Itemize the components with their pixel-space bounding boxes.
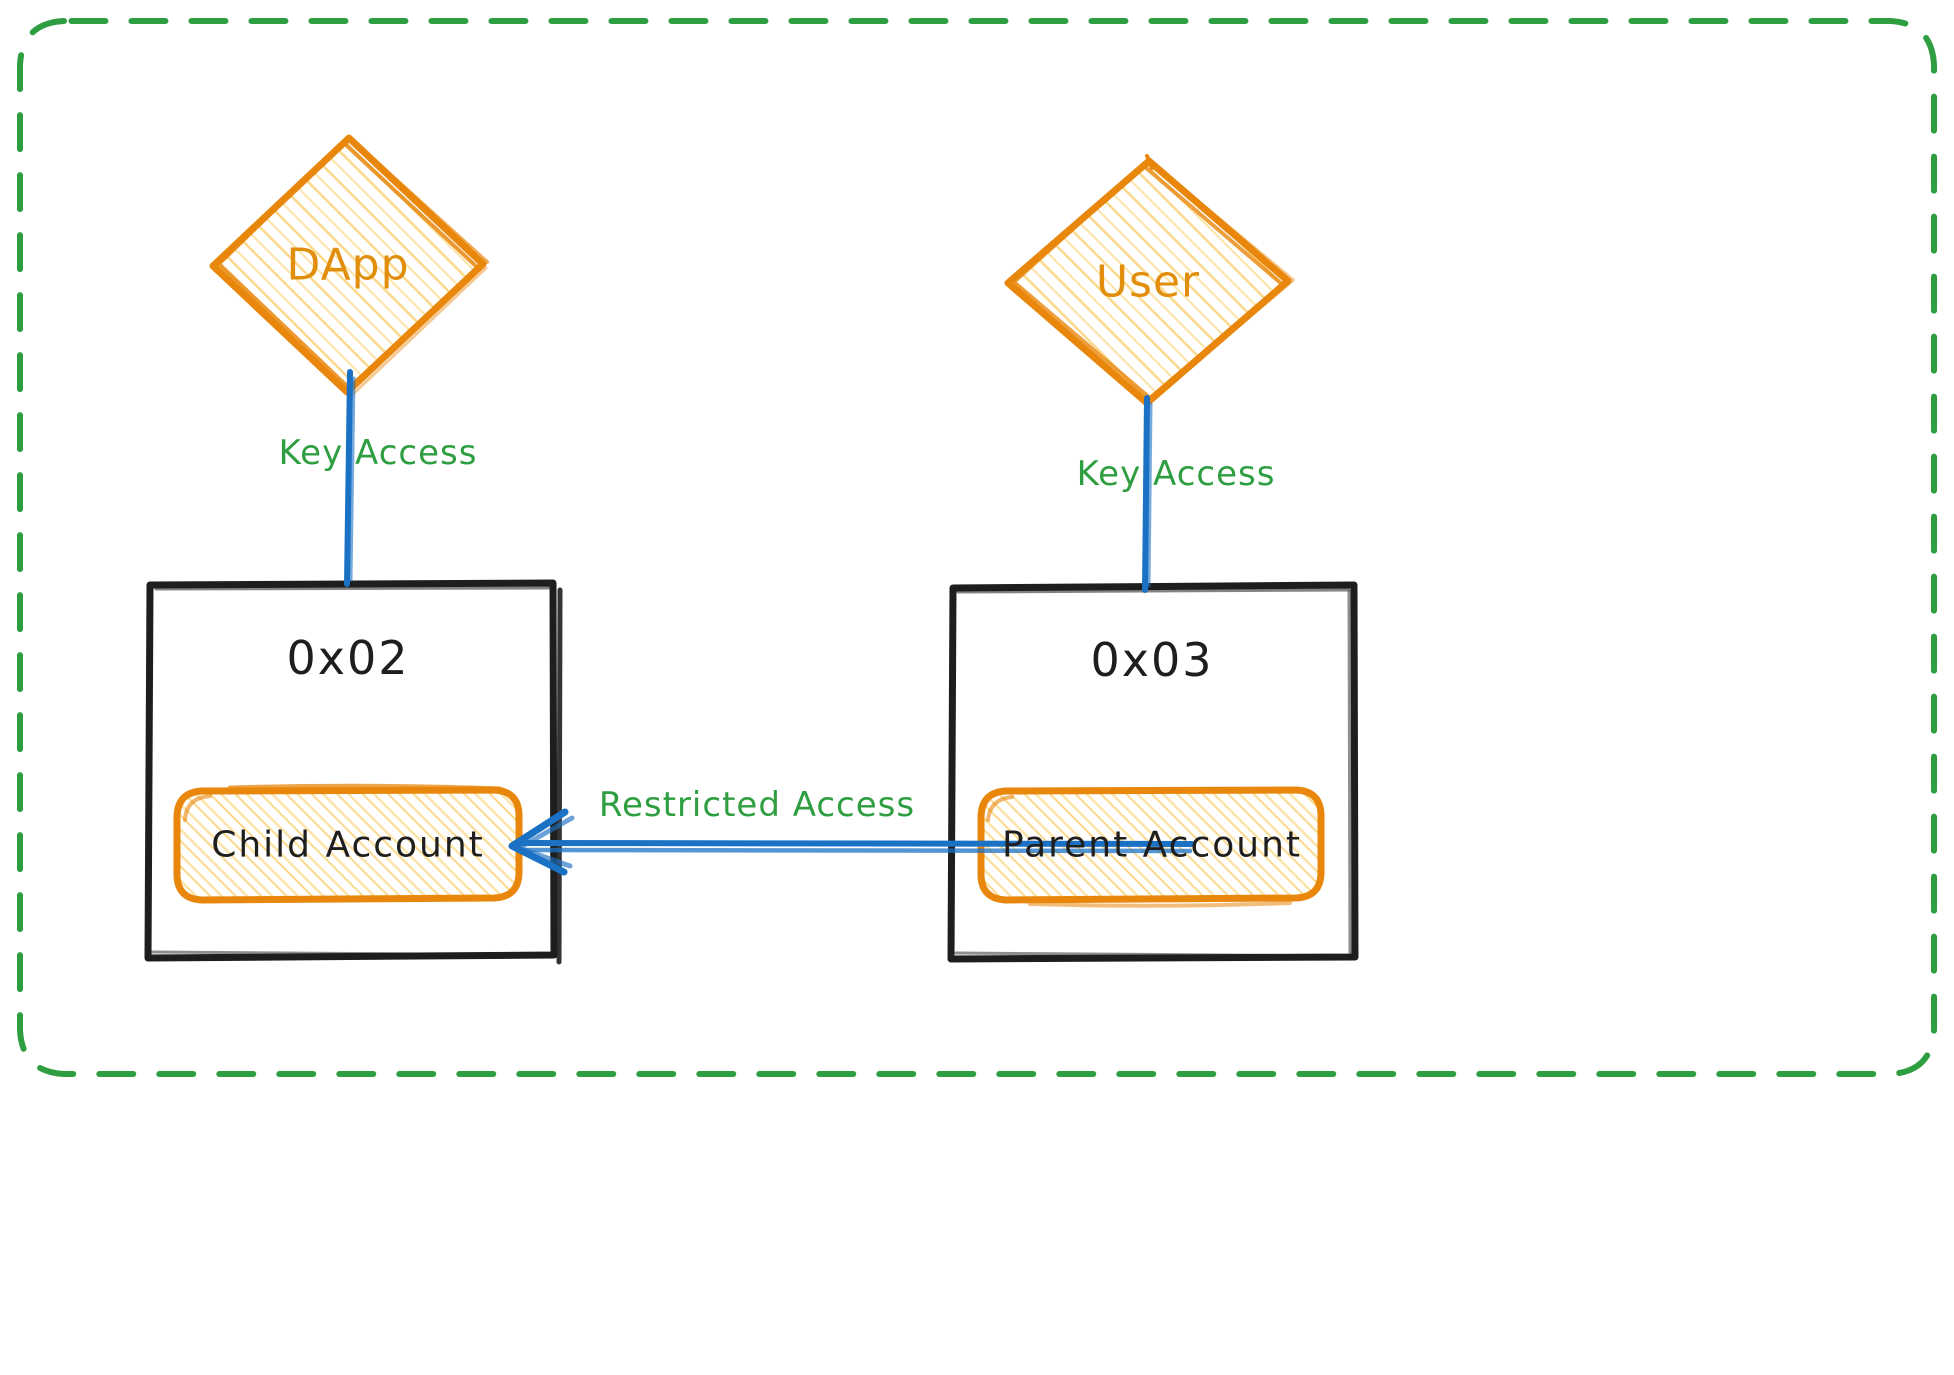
container-child-title: 0x02 bbox=[286, 631, 410, 685]
edge-dapp-to-child bbox=[344, 369, 356, 587]
dashed-frame bbox=[17, 18, 1937, 1077]
edge-user-to-parent bbox=[1142, 395, 1153, 593]
edge-parent-to-child bbox=[508, 808, 1195, 876]
pill-parent-account-label: Parent Account bbox=[1001, 824, 1303, 866]
node-user-label: User bbox=[1095, 256, 1201, 308]
node-dapp-label: DApp bbox=[286, 239, 410, 291]
container-parent-title: 0x03 bbox=[1090, 633, 1214, 687]
edge-label-key-access-user: Key Access bbox=[1076, 454, 1276, 494]
pill-child-account[interactable] bbox=[170, 783, 530, 908]
edge-label-restricted-access: Restricted Access bbox=[598, 785, 916, 825]
edge-label-key-access-dapp: Key Access bbox=[278, 433, 478, 473]
pill-child-account-label: Child Account bbox=[211, 824, 485, 866]
